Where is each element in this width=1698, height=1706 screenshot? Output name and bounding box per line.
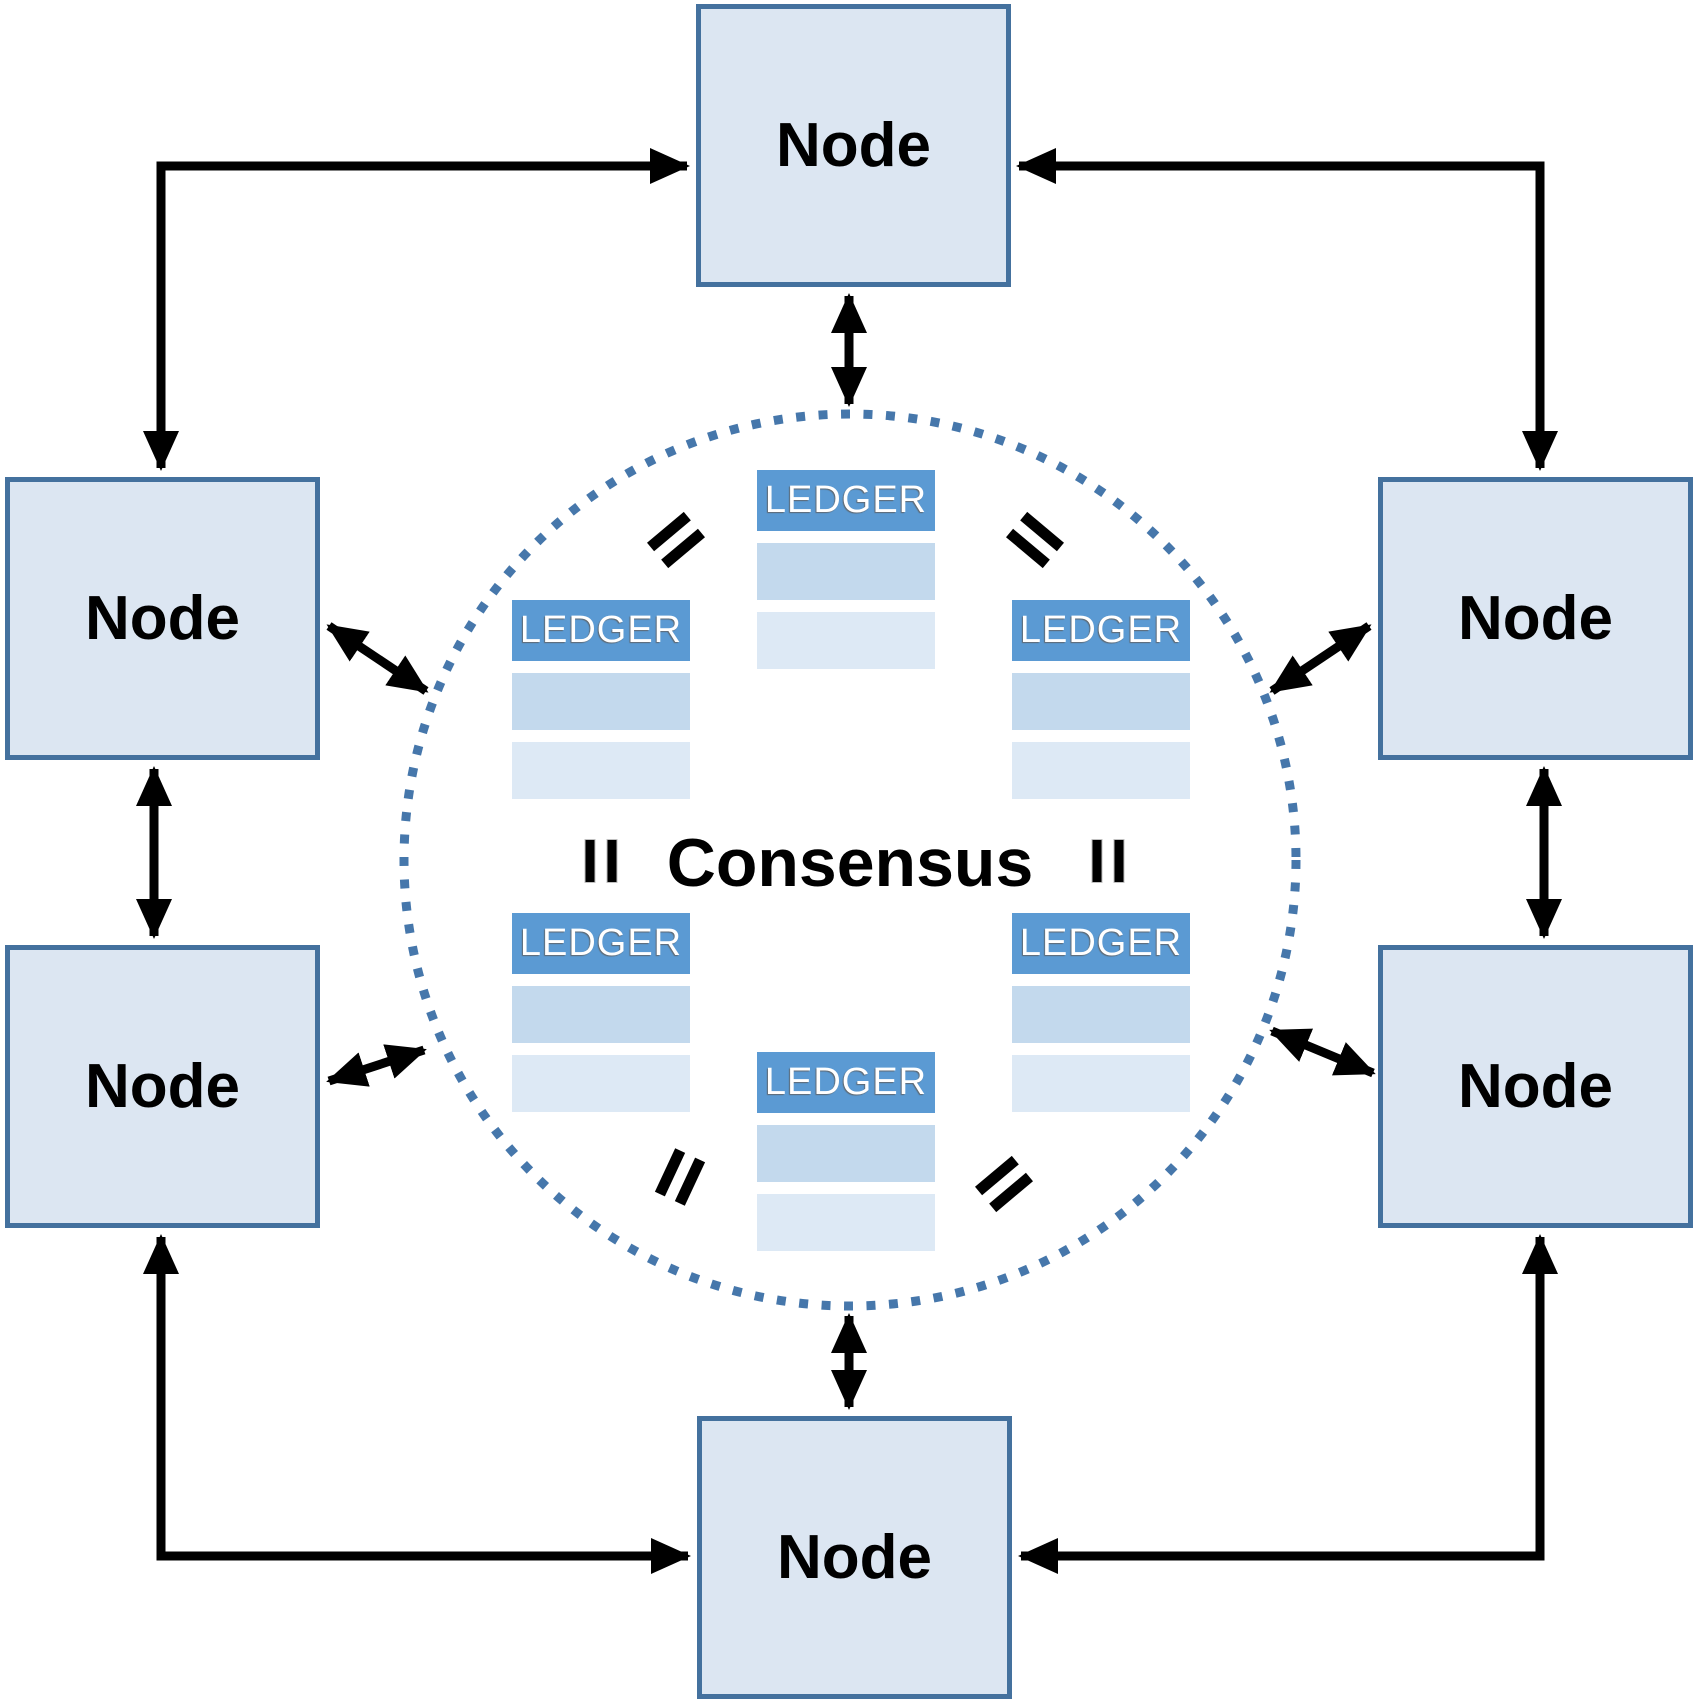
ledger-table-top-center: LEDGER	[757, 470, 935, 681]
ledger-table-lower-left: LEDGER	[512, 913, 690, 1124]
ledger-header: LEDGER	[512, 913, 690, 974]
ledger-header: LEDGER	[757, 1052, 935, 1113]
connector-bottom-right	[1018, 1234, 1558, 1574]
ledger-row	[757, 543, 935, 600]
node-label: Node	[85, 583, 240, 653]
node-label: Node	[777, 1522, 932, 1592]
connector-top-left	[143, 148, 690, 471]
consensus-boundary-circle	[399, 409, 1301, 1311]
ledger-header: LEDGER	[512, 600, 690, 661]
ledger-table-upper-left: LEDGER	[512, 600, 690, 811]
node-box-left-upper: Node	[5, 477, 320, 760]
ledger-table-upper-right: LEDGER	[1012, 600, 1190, 811]
equals-mark-right-icon	[1092, 840, 1124, 882]
ledger-header: LEDGER	[1012, 913, 1190, 974]
node-label: Node	[1458, 583, 1613, 653]
ledger-row	[757, 1125, 935, 1182]
ledger-row	[512, 986, 690, 1043]
ledger-header: LEDGER	[757, 470, 935, 531]
equals-bar	[585, 840, 595, 882]
ledger-header: LEDGER	[1012, 600, 1190, 661]
equals-bar	[1092, 840, 1102, 882]
equals-bar	[607, 840, 617, 882]
equals-mark-left-icon	[585, 840, 617, 882]
ledger-row	[1012, 673, 1190, 730]
node-box-left-lower: Node	[5, 945, 320, 1228]
connector-top-right	[1016, 148, 1558, 471]
equals-bar	[1114, 840, 1124, 882]
ledger-row	[512, 742, 690, 799]
node-box-bottom: Node	[697, 1416, 1012, 1699]
ledger-table-bottom-center: LEDGER	[757, 1052, 935, 1263]
ledger-row	[1012, 1055, 1190, 1112]
arrow-left-lower-to-circle	[326, 1044, 427, 1087]
ledger-row	[512, 673, 690, 730]
ledger-row	[512, 1055, 690, 1112]
node-label: Node	[1458, 1051, 1613, 1121]
consensus-label: Consensus	[666, 825, 1034, 901]
arrow-left-upper-to-circle	[326, 622, 429, 695]
node-label: Node	[776, 110, 931, 180]
ledger-row	[757, 612, 935, 669]
arrow-circle-to-right-lower	[1269, 1026, 1376, 1078]
arrow-right-upper-to-circle	[1269, 622, 1372, 695]
ledger-row	[1012, 742, 1190, 799]
ledger-row	[1012, 986, 1190, 1043]
node-box-top: Node	[696, 4, 1011, 287]
ledger-row	[757, 1194, 935, 1251]
node-label: Node	[85, 1051, 240, 1121]
node-box-right-lower: Node	[1378, 945, 1693, 1228]
node-box-right-upper: Node	[1378, 477, 1693, 760]
ledger-table-lower-right: LEDGER	[1012, 913, 1190, 1124]
connector-bottom-left	[143, 1234, 691, 1574]
